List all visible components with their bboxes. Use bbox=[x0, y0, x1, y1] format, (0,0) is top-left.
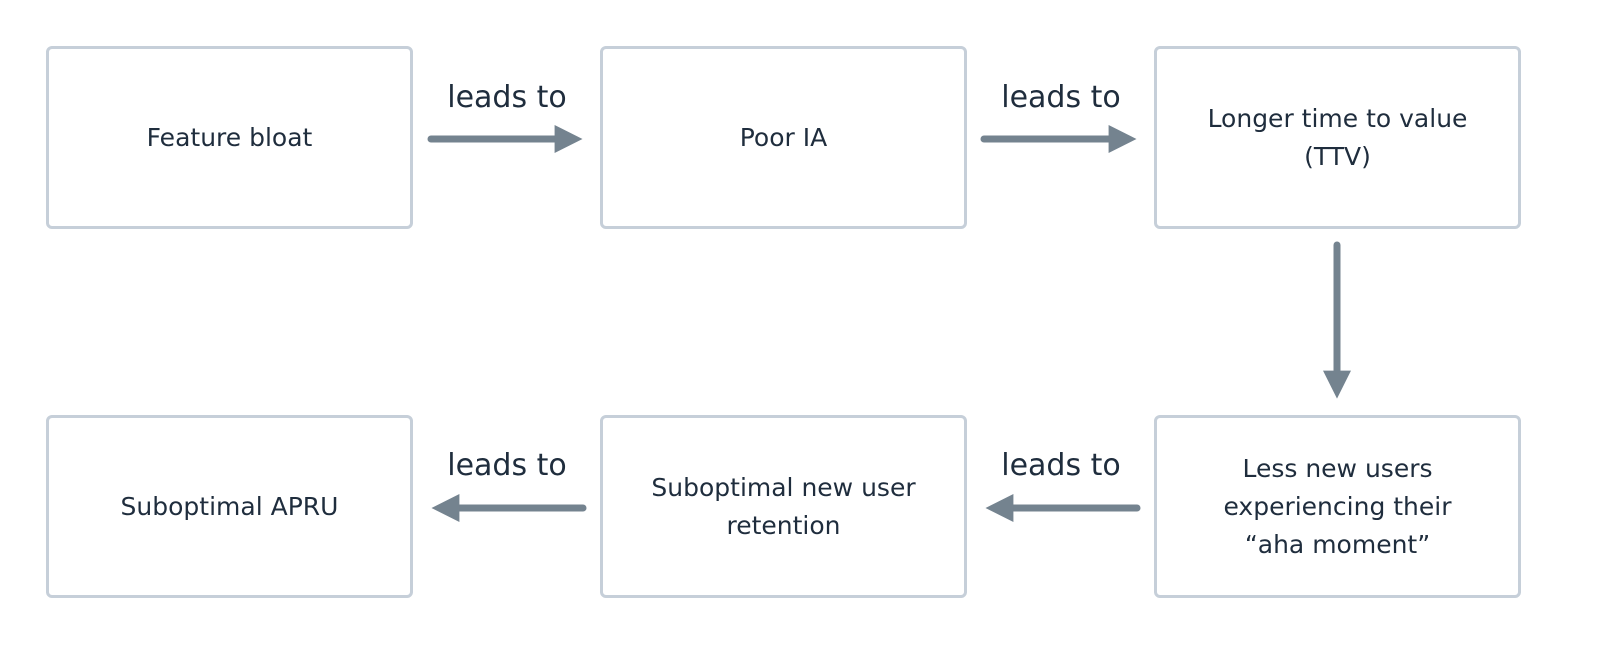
node-label: Poor IA bbox=[739, 122, 828, 152]
node-label: Longer time to value (TTV) bbox=[1207, 103, 1468, 171]
edge-label-leads-to: leads to bbox=[447, 448, 567, 483]
node-poor-ia: Poor IA bbox=[600, 46, 967, 229]
node-longer-ttv: Longer time to value (TTV) bbox=[1154, 46, 1521, 229]
node-label: Suboptimal new user retention bbox=[651, 472, 916, 540]
node-feature-bloat: Feature bloat bbox=[46, 46, 413, 229]
node-suboptimal-apru: Suboptimal APRU bbox=[46, 415, 413, 598]
node-label: Suboptimal APRU bbox=[120, 491, 339, 521]
edge-label-leads-to: leads to bbox=[447, 80, 567, 115]
node-suboptimal-retention: Suboptimal new user retention bbox=[600, 415, 967, 598]
node-less-aha: Less new users experiencing their “aha m… bbox=[1154, 415, 1521, 598]
node-label: Feature bloat bbox=[146, 122, 313, 152]
edge-label-leads-to: leads to bbox=[1001, 80, 1121, 115]
node-label: Less new users experiencing their “aha m… bbox=[1223, 453, 1452, 559]
edge-label-leads-to: leads to bbox=[1001, 448, 1121, 483]
